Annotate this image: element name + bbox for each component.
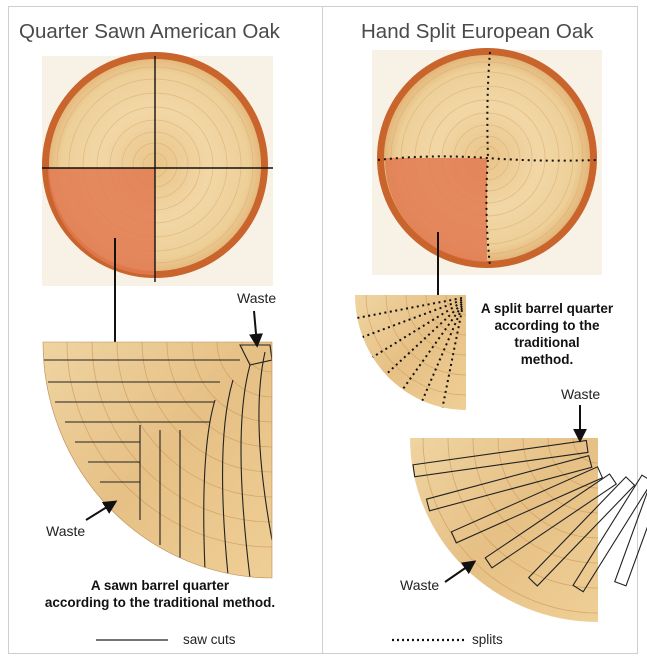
right-caption-line3: traditional <box>514 335 580 350</box>
left-waste-top-arrow <box>249 310 263 348</box>
right-split-quarter <box>355 295 466 410</box>
left-caption: A sawn barrel quarter according to the t… <box>25 577 295 611</box>
right-small-splits <box>356 297 463 410</box>
left-panel-title: Quarter Sawn American Oak <box>19 20 280 43</box>
left-waste-side-label: Waste <box>46 523 86 539</box>
left-quarter-wood <box>43 342 272 578</box>
left-highlight-quarter <box>48 168 155 275</box>
left-waste-top-label: Waste <box>237 290 277 306</box>
panel-divider <box>322 6 323 654</box>
left-caption-line2: according to the traditional method. <box>44 595 276 610</box>
splits-legend-label: splits <box>472 632 503 647</box>
right-caption-line4: method. <box>520 352 574 367</box>
right-large-quarter-wood <box>410 438 598 622</box>
right-panel-title: Hand Split European Oak <box>361 20 594 43</box>
left-caption-line1: A sawn barrel quarter <box>90 578 230 593</box>
left-log-section <box>42 52 273 286</box>
right-waste-side-label: Waste <box>400 577 440 593</box>
right-log-section <box>372 48 602 275</box>
left-waste-side-arrow <box>85 500 118 521</box>
right-highlight-quarter <box>384 158 487 262</box>
right-waste-top-label: Waste <box>561 386 601 402</box>
right-waste-side-arrow <box>444 560 477 583</box>
right-caption: A split barrel quarter according to the … <box>472 300 622 368</box>
right-caption-line2: according to the <box>494 318 600 333</box>
right-splits <box>377 51 598 267</box>
left-quarter-outline <box>42 341 273 579</box>
saw-cuts-legend-label: saw cuts <box>183 632 236 647</box>
right-caption-line1: A split barrel quarter <box>480 301 614 316</box>
